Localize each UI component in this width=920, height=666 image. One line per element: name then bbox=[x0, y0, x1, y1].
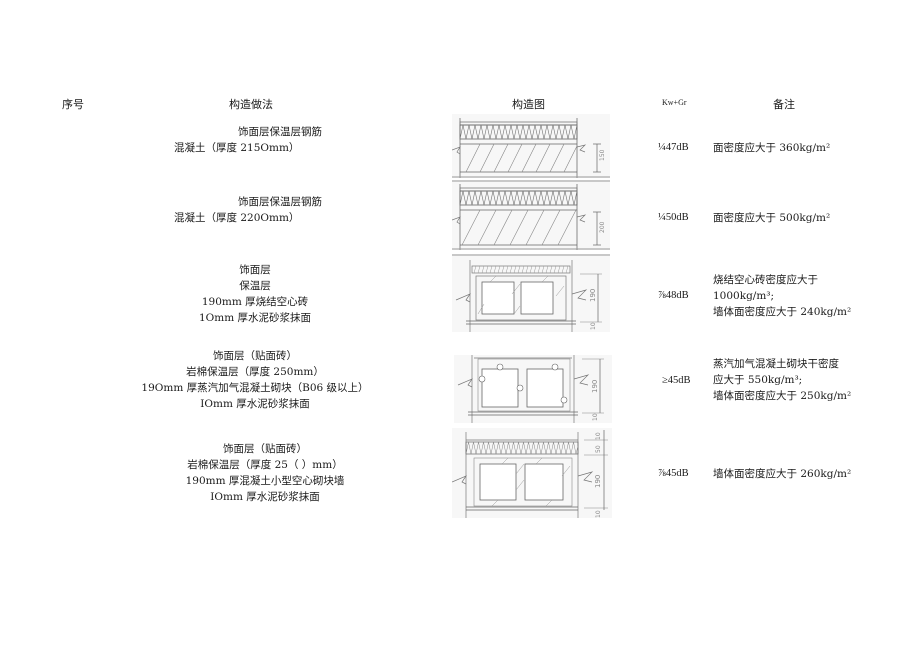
remarks-text: 蒸汽加气混凝土砌块干密度 应大于 550kg/m³; 墙体面密度应大于 250k… bbox=[713, 356, 851, 404]
remarks-line: 蒸汽加气混凝土砌块干密度 bbox=[713, 358, 839, 370]
svg-text:10: 10 bbox=[590, 322, 597, 330]
svg-text:10: 10 bbox=[595, 432, 602, 440]
method-line: 19Omm 厚蒸汽加气混凝土砌块（B06 级以上） bbox=[141, 382, 369, 394]
method-line: 饰面层（贴面砖） bbox=[213, 350, 297, 362]
remarks-line: 面密度应大于 500kg/m² bbox=[713, 212, 831, 224]
remarks-line: 面密度应大于 360kg/m² bbox=[713, 142, 831, 154]
rating-value: ⅞48dB bbox=[658, 290, 689, 301]
construction-diagram-2: 200 bbox=[452, 180, 610, 250]
method-line: 190mm 厚混凝土小型空心砌块墙 bbox=[185, 475, 345, 487]
method-line: IOmm 厚水泥砂浆抹面 bbox=[210, 491, 320, 503]
concrete-wall-section-icon: 200 bbox=[452, 180, 610, 250]
method-line: 混凝土（厚度 220Omm） bbox=[174, 212, 300, 224]
svg-text:190: 190 bbox=[591, 380, 599, 393]
table-row-2-method: 饰面层保温层钢筋 混凝土（厚度 220Omm） bbox=[160, 194, 360, 226]
table-row-5-method: 饰面层（贴面砖） 岩棉保温层（厚度 25（ ）mm） 190mm 厚混凝土小型空… bbox=[150, 441, 380, 505]
remarks-line: 墙体面密度应大于 240kg/m² bbox=[713, 306, 852, 318]
svg-text:10: 10 bbox=[595, 510, 602, 518]
svg-text:150: 150 bbox=[599, 149, 606, 161]
remarks-line: 墙体面密度应大于 250kg/m² bbox=[713, 390, 852, 402]
method-line: 岩棉保温层（厚度 250mm） bbox=[186, 366, 324, 378]
rating-value: ≥45dB bbox=[662, 375, 691, 386]
hollow-brick-wall-section-icon: 190 10 bbox=[452, 254, 610, 332]
method-line: 保温层 bbox=[239, 280, 271, 292]
header-remarks: 备注 bbox=[773, 98, 795, 111]
remarks-line: 应大于 550kg/m³; bbox=[713, 374, 803, 386]
small-hollow-block-wall-section-icon: 10 50 190 10 bbox=[452, 430, 608, 518]
method-line: IOmm 厚水泥砂浆抹面 bbox=[200, 398, 310, 410]
method-line: 饰面层保温层钢筋 bbox=[238, 196, 322, 208]
svg-text:10: 10 bbox=[592, 413, 599, 421]
svg-text:190: 190 bbox=[589, 289, 597, 302]
svg-text:190: 190 bbox=[594, 475, 602, 488]
header-method: 构造做法 bbox=[229, 98, 273, 111]
table-row-4-method: 饰面层（贴面砖） 岩棉保温层（厚度 250mm） 19Omm 厚蒸汽加气混凝土砌… bbox=[120, 348, 390, 412]
remarks-text: 面密度应大于 360kg/m² bbox=[713, 140, 830, 156]
remarks-line: 1000kg/m³; bbox=[713, 290, 775, 302]
method-line: 190mm 厚烧结空心砖 bbox=[201, 296, 309, 308]
header-index: 序号 bbox=[62, 98, 84, 111]
construction-diagram-5: 10 50 190 10 bbox=[452, 428, 612, 518]
remarks-text: 烧结空心砖密度应大于 1000kg/m³; 墙体面密度应大于 240kg/m² bbox=[713, 272, 851, 320]
remarks-line: 烧结空心砖密度应大于 bbox=[713, 274, 818, 286]
header-rating: Kw+Gr bbox=[662, 98, 687, 107]
rating-value: ¼47dB bbox=[658, 142, 689, 153]
method-line: 饰面层（贴面砖） bbox=[223, 443, 307, 455]
remarks-text: 面密度应大于 500kg/m² bbox=[713, 210, 830, 226]
construction-diagram-4: 190 10 bbox=[454, 355, 612, 423]
concrete-wall-section-icon: 150 bbox=[452, 118, 610, 178]
table-row-1-method: 饰面层保温层钢筋 混凝土（厚度 215Omm） bbox=[160, 124, 360, 156]
method-line: 饰面层 bbox=[239, 264, 271, 276]
method-line: 岩棉保温层（厚度 25（ ）mm） bbox=[187, 459, 343, 471]
method-line: 混凝土（厚度 215Omm） bbox=[174, 142, 300, 154]
rating-value: ¼50dB bbox=[658, 212, 689, 223]
header-diagram: 构造图 bbox=[512, 98, 545, 111]
method-line: 饰面层保温层钢筋 bbox=[238, 126, 322, 138]
remarks-line: 墙体面密度应大于 260kg/m² bbox=[713, 468, 852, 480]
aerated-block-wall-section-icon: 190 10 bbox=[457, 355, 604, 423]
svg-text:200: 200 bbox=[599, 221, 606, 233]
rating-value: ⅞45dB bbox=[658, 468, 689, 479]
table-row-3-method: 饰面层 保温层 190mm 厚烧结空心砖 1Omm 厚水泥砂浆抹面 bbox=[155, 262, 355, 326]
construction-diagram-3: 190 10 bbox=[452, 254, 610, 332]
svg-text:50: 50 bbox=[595, 445, 602, 453]
construction-diagram-1: 150 bbox=[452, 114, 610, 178]
method-line: 1Omm 厚水泥砂浆抹面 bbox=[198, 312, 312, 324]
remarks-text: 墙体面密度应大于 260kg/m² bbox=[713, 466, 851, 482]
